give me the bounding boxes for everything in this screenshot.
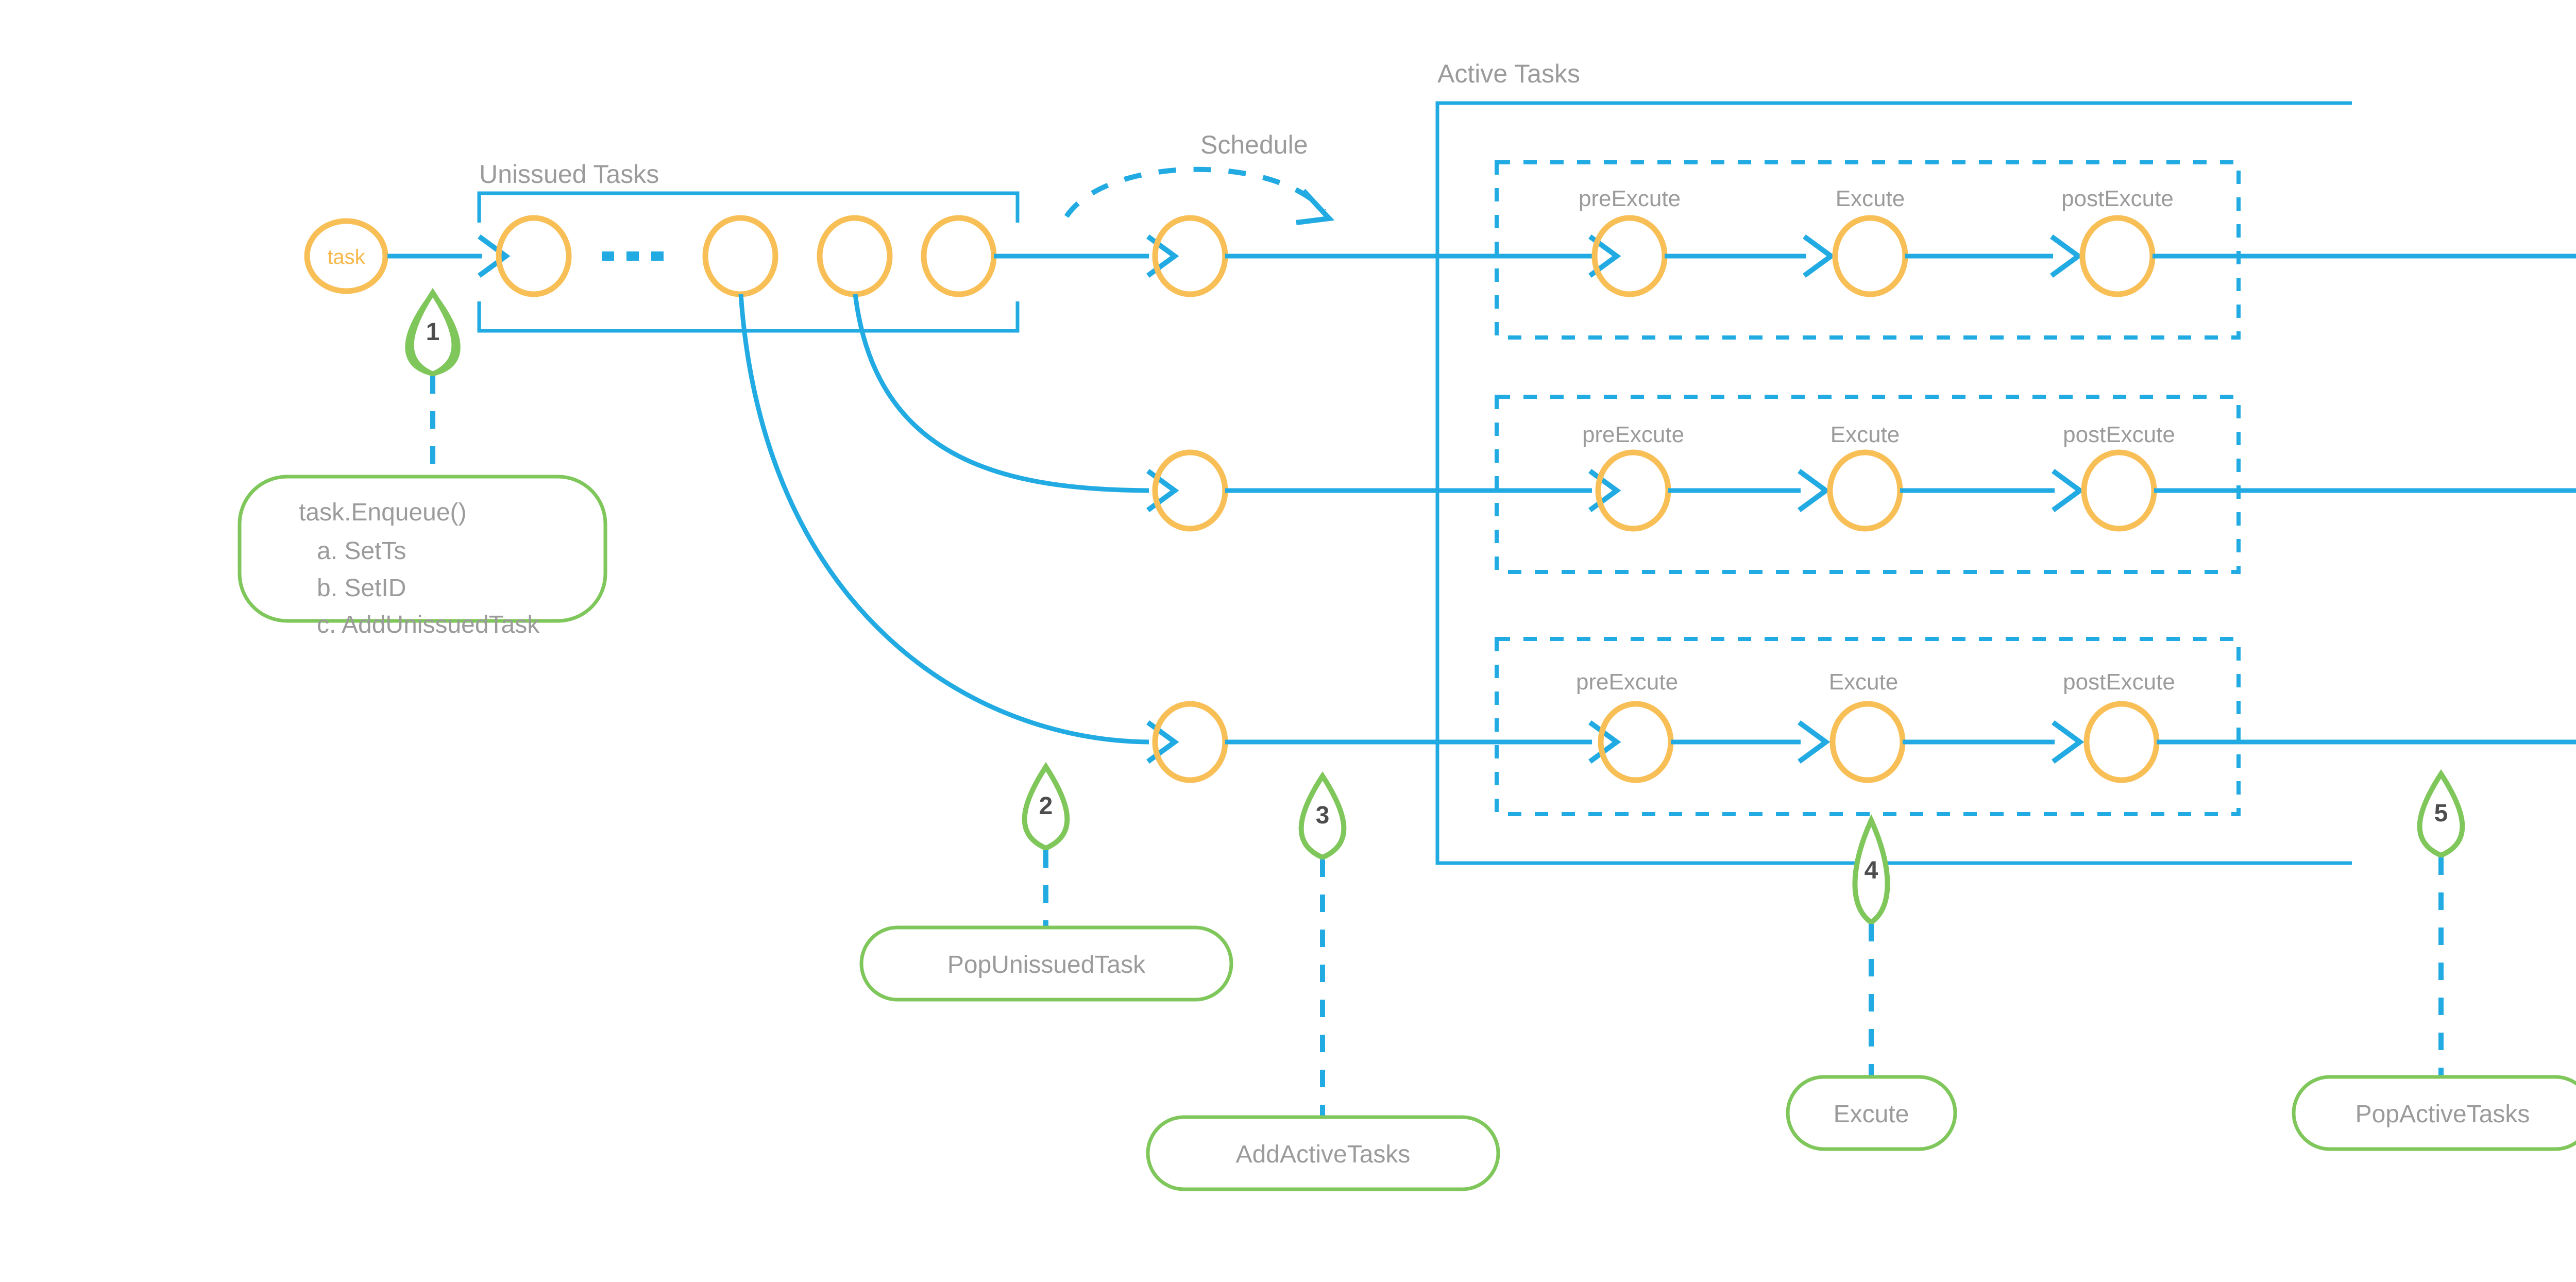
row1-label-preexcute: preExcute xyxy=(1579,186,1681,211)
marker-5-number: 5 xyxy=(2434,800,2448,827)
pipeline-row-1: preExcute Excute postExcute xyxy=(1152,160,2576,340)
row1-stage-box xyxy=(1495,160,2241,340)
callout-pop-active-label: PopActiveTasks xyxy=(2355,1101,2530,1128)
row1-label-excute: Excute xyxy=(1836,186,1905,211)
unissued-node-1 xyxy=(496,215,572,297)
schedule-label: Schedule xyxy=(1200,130,1308,159)
schedule-arrow-icon xyxy=(1296,189,1335,225)
row1-node-postexcute xyxy=(2079,215,2156,297)
row3-arrowhead-exec xyxy=(1799,722,1826,762)
callout-enqueue-line1: task.Enqueue() xyxy=(299,499,467,526)
row2-arrowhead-exec xyxy=(1799,471,1826,510)
row3-label-postexcute: postExcute xyxy=(2063,669,2175,695)
row3-node-preexcute xyxy=(1598,701,1674,783)
row2-arrowhead-post xyxy=(2053,471,2080,510)
task-start-node: task xyxy=(304,218,388,294)
row3-node-excute xyxy=(1829,701,1906,783)
marker-4[interactable]: 4 xyxy=(1852,814,1890,926)
callout-excute[interactable]: Excute xyxy=(1786,1075,1957,1151)
group-label-active-tasks: Active Tasks xyxy=(1437,59,1580,88)
unissued-node-4 xyxy=(921,215,997,297)
marker-1[interactable]: 1 xyxy=(405,288,461,377)
marker-1-number: 1 xyxy=(426,318,440,346)
marker-2-number: 2 xyxy=(1039,792,1053,820)
arrowhead-queue-to-row3 xyxy=(1148,722,1175,762)
callout-add-active[interactable]: AddActiveTasks xyxy=(1146,1115,1500,1191)
row1-schedule-node xyxy=(1152,215,1228,297)
row1-node-preexcute xyxy=(1591,215,1668,297)
active-tasks-bracket xyxy=(1435,101,2352,865)
edge-queue-to-row2 xyxy=(853,294,1149,493)
row1-arrowhead-post xyxy=(2052,237,2078,276)
marker-5[interactable]: 5 xyxy=(2417,769,2465,858)
row1-arrowhead-exec xyxy=(1804,237,1831,276)
callout-pop-unissued[interactable]: PopUnissuedTask xyxy=(859,925,1233,1002)
queue-ellipsis xyxy=(602,251,664,261)
marker-3-number: 3 xyxy=(1316,802,1330,829)
row2-schedule-node xyxy=(1152,449,1228,532)
row2-label-postexcute: postExcute xyxy=(2063,422,2175,447)
row2-stage-box xyxy=(1495,395,2241,574)
arrowhead-queue-to-row2 xyxy=(1148,471,1175,510)
row2-node-postexcute xyxy=(2081,449,2157,532)
callout-enqueue[interactable]: task.Enqueue() a. SetTs b. SetID c. AddU… xyxy=(238,475,607,638)
group-label-unissued-tasks: Unissued Tasks xyxy=(479,160,659,189)
row3-schedule-node xyxy=(1152,701,1228,783)
pipeline-row-3: preExcute Excute postExcute xyxy=(1152,637,2576,816)
marker-4-number: 4 xyxy=(1865,857,1878,884)
row1-label-postexcute: postExcute xyxy=(2061,186,2174,211)
schedule-arc xyxy=(1064,166,1326,218)
task-node-label: task xyxy=(327,246,365,268)
row3-label-excute: Excute xyxy=(1829,669,1899,695)
row2-label-preexcute: preExcute xyxy=(1582,422,1684,447)
row2-node-excute xyxy=(1827,449,1903,532)
edge-queue-to-row3 xyxy=(738,294,1149,745)
row3-arrowhead-post xyxy=(2053,722,2080,762)
callout-enqueue-line2: a. SetTs xyxy=(317,537,406,565)
callout-add-active-label: AddActiveTasks xyxy=(1236,1141,1411,1168)
row2-label-excute: Excute xyxy=(1831,422,1900,447)
pipeline-row-2: preExcute Excute postExcute xyxy=(1152,395,2576,574)
callout-pop-active[interactable]: PopActiveTasks xyxy=(2292,1075,2576,1151)
marker-3[interactable]: 3 xyxy=(1298,771,1347,861)
unissued-node-3 xyxy=(817,215,893,297)
row3-label-preexcute: preExcute xyxy=(1576,669,1678,695)
arrowhead-queue-to-row1 xyxy=(1148,237,1175,276)
row3-stage-box xyxy=(1495,637,2241,816)
row2-node-preexcute xyxy=(1595,449,1671,532)
callout-pop-unissued-label: PopUnissuedTask xyxy=(947,951,1146,979)
callout-enqueue-line3: b. SetID xyxy=(317,575,406,602)
row3-node-postexcute xyxy=(2083,701,2160,783)
unissued-task-nodes xyxy=(496,215,997,297)
marker-2[interactable]: 2 xyxy=(1022,762,1070,851)
unissued-tasks-bracket xyxy=(477,191,1020,333)
callout-excute-label: Excute xyxy=(1834,1101,1909,1128)
unissued-node-2 xyxy=(702,215,778,297)
callout-enqueue-line4: c. AddUnissuedTask xyxy=(317,611,540,638)
row1-node-excute xyxy=(1832,215,1908,297)
